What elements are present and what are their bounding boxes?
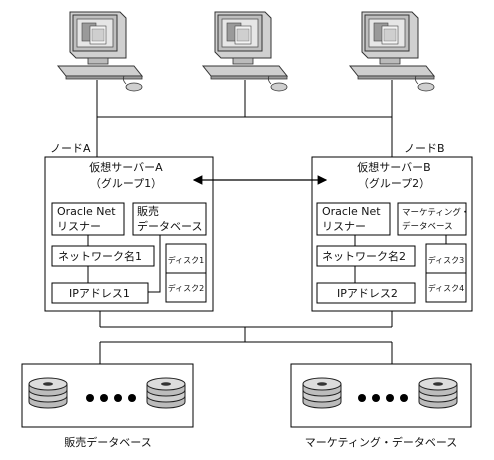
node-a-disk1: ディスク1 [168, 255, 205, 265]
node-b-listener-box [316, 202, 391, 236]
node-b-server-group: （グループ2） [358, 176, 430, 190]
ellipsis-dot [100, 394, 108, 402]
node-b-network-name: ネットワーク名2 [322, 249, 406, 263]
node-a-db-box [132, 202, 207, 236]
node-a-db-line2: データベース [137, 219, 202, 233]
top-network-lines [96, 80, 393, 157]
bottom-network-lines [99, 311, 393, 364]
node-b-disk4: ディスク4 [428, 283, 465, 293]
workstation-icon [57, 11, 143, 92]
node-a-label: ノードA [50, 142, 91, 155]
node-a-server-group: （グループ1） [90, 176, 162, 190]
disk-stack-icon [302, 377, 342, 409]
ellipsis-dot [358, 394, 366, 402]
storage-left-label: 販売データベース [64, 435, 151, 449]
node-a-listener-line2: リスナー [57, 220, 101, 233]
ellipsis-dot [372, 394, 380, 402]
node-a-server-name: 仮想サーバーA [89, 160, 163, 174]
node-b-label: ノードB [404, 142, 445, 155]
node-b-db-line1: マーケティング・ [402, 207, 469, 218]
disk-stack-icon [28, 377, 68, 409]
node-a-network-name-box [51, 245, 155, 267]
ellipsis-dot [128, 394, 136, 402]
ellipsis-dot [86, 394, 94, 402]
ellipsis-dot [386, 394, 394, 402]
workstation-icon [202, 11, 288, 92]
node-b-listener-line2: リスナー [322, 220, 366, 233]
node-b-network-name-box [316, 245, 416, 267]
node-b-listener-line1: Oracle Net [322, 205, 381, 218]
node-b-ip: IPアドレス2 [337, 287, 398, 300]
node-b-ip-box [316, 282, 416, 304]
node-a-ip-box [51, 282, 149, 304]
node-b-disk3: ディスク3 [428, 255, 465, 265]
node-b-db-line2: データベース [402, 221, 453, 232]
disk-stack-icon [418, 377, 458, 409]
node-a-ip: IPアドレス1 [69, 287, 130, 300]
ellipsis-dot [400, 394, 408, 402]
ellipsis-dot [114, 394, 122, 402]
node-b-server-name: 仮想サーバーB [357, 160, 430, 174]
workstation-icon [349, 11, 435, 92]
node-b-db-box [397, 202, 467, 236]
node-a-db-line1: 販売 [137, 205, 159, 218]
node-a-disk2: ディスク2 [168, 283, 205, 293]
node-a-listener-line1: Oracle Net [57, 205, 116, 218]
node-a-network-name: ネットワーク名1 [58, 249, 142, 263]
disk-stack-icon [146, 377, 186, 409]
storage-right-label: マーケティング・データベース [305, 435, 458, 449]
